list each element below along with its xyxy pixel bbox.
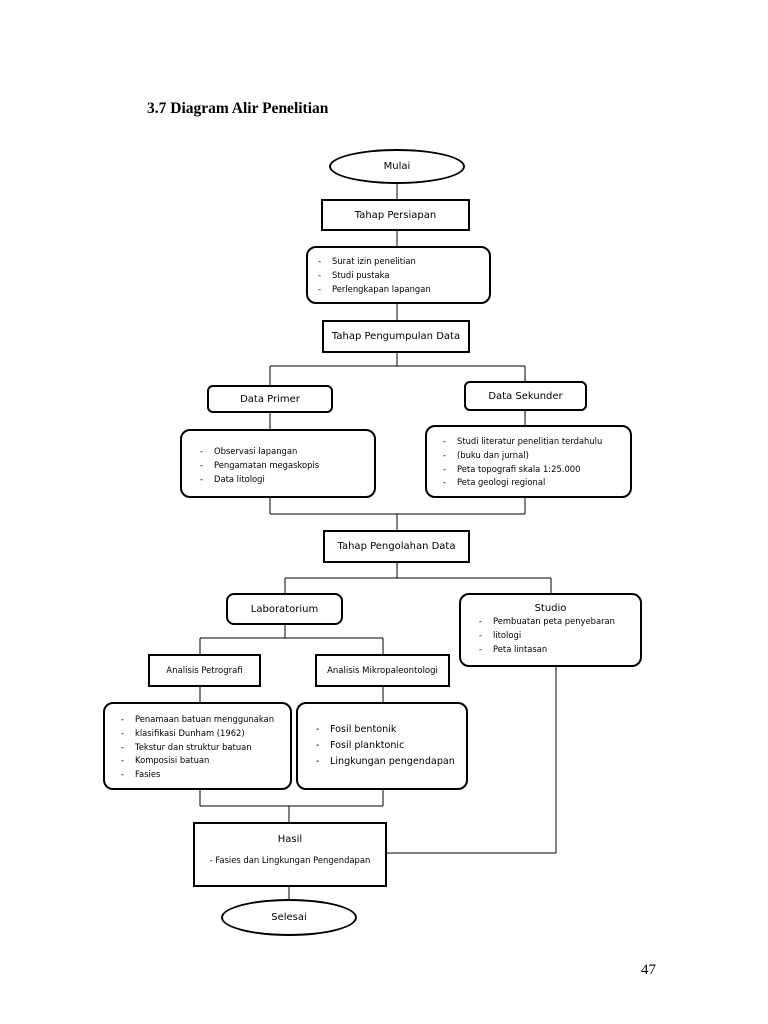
primary-data-items-box: Observasi lapangan Pengamatan megaskopis… <box>180 429 376 498</box>
list-item: Penamaan batuan menggunakan <box>121 713 290 727</box>
secondary-data-box: Data Sekunder <box>464 381 587 411</box>
data-collection-stage-label: Tahap Pengumpulan Data <box>331 331 461 342</box>
list-item: Fosil planktonic <box>316 738 466 754</box>
list-item: Fosil bentonik <box>316 722 466 738</box>
primary-data-label: Data Primer <box>240 393 300 405</box>
list-item: Tekstur dan struktur batuan <box>121 741 290 755</box>
preparation-items-box: Surat izin penelitian Studi pustaka Perl… <box>306 246 491 304</box>
list-item: Studi pustaka <box>318 269 489 283</box>
list-item: Studi literatur penelitian terdahulu <box>443 435 630 449</box>
petrography-analysis-box: Analisis Petrografi <box>148 654 261 687</box>
secondary-data-items-box: Studi literatur penelitian terdahulu (bu… <box>425 425 632 498</box>
preparation-stage-box: Tahap Persiapan <box>321 199 470 231</box>
list-item: Pembuatan peta penyebaran <box>479 615 640 629</box>
start-label: Mulai <box>383 161 411 172</box>
data-processing-stage-box: Tahap Pengolahan Data <box>323 530 470 563</box>
secondary-data-label: Data Sekunder <box>488 390 563 402</box>
list-item: Peta topografi skala 1:25.000 <box>443 463 630 477</box>
list-item: Lingkungan pengendapan <box>316 754 466 770</box>
preparation-stage-label: Tahap Persiapan <box>354 209 437 221</box>
data-collection-stage-box: Tahap Pengumpulan Data <box>322 320 470 353</box>
list-item: Pengamatan megaskopis <box>200 459 374 473</box>
studio-label: Studio <box>534 603 567 614</box>
petrography-items-box: Penamaan batuan menggunakan klasifikasi … <box>103 702 292 790</box>
list-item-continuation: klasifikasi Dunham (1962) <box>121 727 290 741</box>
page-number: 47 <box>641 962 656 978</box>
list-item: Peta geologi regional <box>443 476 630 490</box>
studio-box: Studio Pembuatan peta penyebaran litolog… <box>459 593 642 667</box>
list-item-continuation: (buku dan jurnal) <box>443 449 630 463</box>
start-terminal: Mulai <box>329 149 465 184</box>
petrography-analysis-label: Analisis Petrografi <box>166 665 243 676</box>
end-label: Selesai <box>271 912 307 923</box>
micropaleontology-analysis-box: Analisis Mikropaleontologi <box>315 654 450 687</box>
list-item: Fasies <box>121 768 290 782</box>
list-item: Surat izin penelitian <box>318 255 489 269</box>
list-item: Data litologi <box>200 473 374 487</box>
list-item: Peta lintasan <box>479 643 640 657</box>
micropaleontology-analysis-label: Analisis Mikropaleontologi <box>327 665 438 676</box>
list-item: Perlengkapan lapangan <box>318 283 489 297</box>
primary-data-box: Data Primer <box>207 385 333 413</box>
result-box: Hasil - Fasies dan Lingkungan Pengendapa… <box>193 822 387 887</box>
list-item: Komposisi batuan <box>121 754 290 768</box>
laboratory-label: Laboratorium <box>250 603 319 615</box>
micropaleontology-items-box: Fosil bentonik Fosil planktonic Lingkung… <box>296 702 468 790</box>
section-heading: 3.7 Diagram Alir Penelitian <box>147 100 329 117</box>
list-item: Observasi lapangan <box>200 445 374 459</box>
data-processing-stage-label: Tahap Pengolahan Data <box>337 541 456 552</box>
result-label: Hasil <box>277 834 303 845</box>
laboratory-box: Laboratorium <box>226 593 343 625</box>
result-detail: - Fasies dan Lingkungan Pengendapan <box>209 855 371 865</box>
end-terminal: Selesai <box>221 899 357 936</box>
list-item-continuation: litologi <box>479 629 640 643</box>
